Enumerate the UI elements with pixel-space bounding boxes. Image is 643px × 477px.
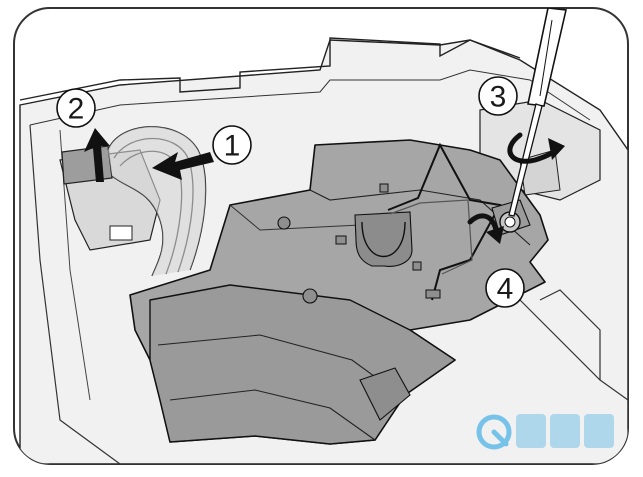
housing-right-step — [539, 289, 601, 380]
lamp-boss-1 — [277, 216, 291, 230]
step-1-callout: 1 — [212, 125, 252, 165]
lamp-wire-handle-shadow — [389, 199, 473, 275]
step-4-label: 4 — [497, 273, 514, 306]
watermark-logo — [476, 414, 614, 450]
step-1-label: 1 — [224, 130, 241, 163]
lamp-module-front-bottom — [169, 389, 376, 441]
scene — [19, 8, 628, 464]
step-2-callout: 2 — [56, 88, 96, 128]
screw-head-inner — [504, 216, 516, 228]
lamp-slot-2 — [379, 183, 389, 193]
lamp-wire-handle — [387, 142, 502, 301]
lamp-slot-1 — [335, 235, 347, 245]
step-3-callout: 3 — [478, 76, 518, 116]
rotate-arrow-icon — [507, 132, 565, 164]
lamp-boss-2 — [302, 288, 318, 304]
connector-plug — [61, 145, 113, 185]
lamp-handle-recess — [354, 211, 413, 267]
lamp-module-rear-notch — [359, 367, 411, 421]
lamp-slot-3 — [412, 261, 422, 271]
lamp-wire-clip — [425, 289, 441, 299]
push-arrow-icon — [467, 213, 504, 244]
lamp-handle-arc — [361, 221, 406, 258]
housing-rim — [19, 37, 521, 101]
step-3-label: 3 — [490, 81, 507, 114]
lift-arrow-step-2 — [84, 128, 110, 182]
connector-latch — [109, 225, 133, 241]
pull-arrow-step-1 — [152, 152, 214, 180]
lamp-module-ridge-2 — [229, 204, 361, 231]
housing-left-wall — [29, 124, 121, 464]
step-4-callout: 4 — [485, 268, 525, 308]
housing-rim-inner — [29, 69, 591, 126]
step-2-label: 2 — [68, 93, 85, 126]
